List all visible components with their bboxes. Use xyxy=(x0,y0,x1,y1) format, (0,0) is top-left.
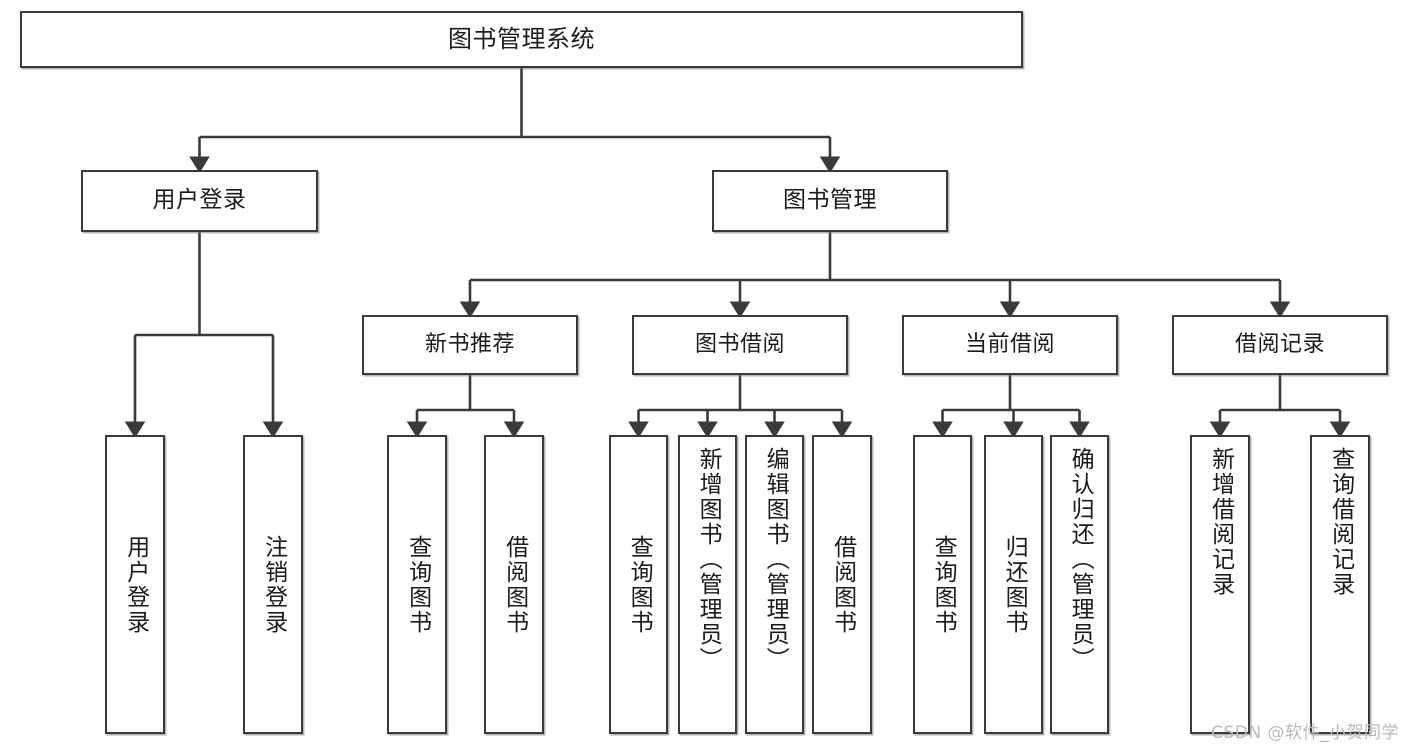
node-user-login-label: 用户登录 xyxy=(152,187,247,214)
node-book-management[interactable]: 图书管理 xyxy=(712,170,948,232)
node-leaf-user-login[interactable]: 用户登录 xyxy=(105,435,165,734)
node-user-login[interactable]: 用户登录 xyxy=(81,170,318,232)
node-leaf-confirm-return-admin[interactable]: 确认归还（管理员） xyxy=(1050,435,1109,734)
node-leaf-label: 查询图书 xyxy=(930,534,957,635)
node-leaf-label: 编辑图书（管理员） xyxy=(762,447,789,672)
node-current-borrowing-label: 当前借阅 xyxy=(964,332,1055,358)
node-book-borrowing[interactable]: 图书借阅 xyxy=(632,315,848,375)
node-leaf-query-books-current[interactable]: 查询图书 xyxy=(913,435,972,734)
node-leaf-label: 借阅图书 xyxy=(501,534,528,635)
node-root-label: 图书管理系统 xyxy=(448,25,595,54)
node-leaf-query-books-borrow[interactable]: 查询图书 xyxy=(609,435,668,734)
node-book-borrowing-label: 图书借阅 xyxy=(694,332,785,358)
node-leaf-label: 借阅图书 xyxy=(829,534,856,635)
node-leaf-label: 归还图书 xyxy=(1001,534,1028,635)
node-new-book-recommendation-label: 新书推荐 xyxy=(424,332,515,358)
node-leaf-borrow-books-new[interactable]: 借阅图书 xyxy=(484,435,544,734)
node-leaf-label: 注销登录 xyxy=(260,534,287,635)
node-current-borrowing[interactable]: 当前借阅 xyxy=(902,315,1118,375)
node-leaf-label: 用户登录 xyxy=(122,534,149,635)
node-leaf-label: 查询图书 xyxy=(404,534,431,635)
node-leaf-label: 新增借阅记录 xyxy=(1207,447,1234,597)
node-book-management-label: 图书管理 xyxy=(783,187,877,214)
node-leaf-label: 确认归还（管理员） xyxy=(1067,447,1094,672)
node-leaf-label: 查询借阅记录 xyxy=(1327,447,1354,597)
node-leaf-query-books-new[interactable]: 查询图书 xyxy=(387,435,447,734)
node-root-book-management-system[interactable]: 图书管理系统 xyxy=(20,11,1023,68)
node-leaf-add-borrow-record[interactable]: 新增借阅记录 xyxy=(1190,435,1250,734)
node-new-book-recommendation[interactable]: 新书推荐 xyxy=(362,315,578,375)
node-leaf-return-books[interactable]: 归还图书 xyxy=(984,435,1043,734)
node-leaf-edit-book-admin[interactable]: 编辑图书（管理员） xyxy=(745,435,804,734)
node-borrowing-record[interactable]: 借阅记录 xyxy=(1172,315,1388,375)
node-borrowing-record-label: 借阅记录 xyxy=(1234,332,1325,358)
node-leaf-query-borrow-record[interactable]: 查询借阅记录 xyxy=(1310,435,1370,734)
node-leaf-borrow-books[interactable]: 借阅图书 xyxy=(812,435,872,734)
node-leaf-label: 新增图书（管理员） xyxy=(695,447,722,672)
node-leaf-label: 查询图书 xyxy=(626,534,653,635)
node-leaf-logout[interactable]: 注销登录 xyxy=(243,435,303,734)
node-leaf-add-book-admin[interactable]: 新增图书（管理员） xyxy=(678,435,737,734)
